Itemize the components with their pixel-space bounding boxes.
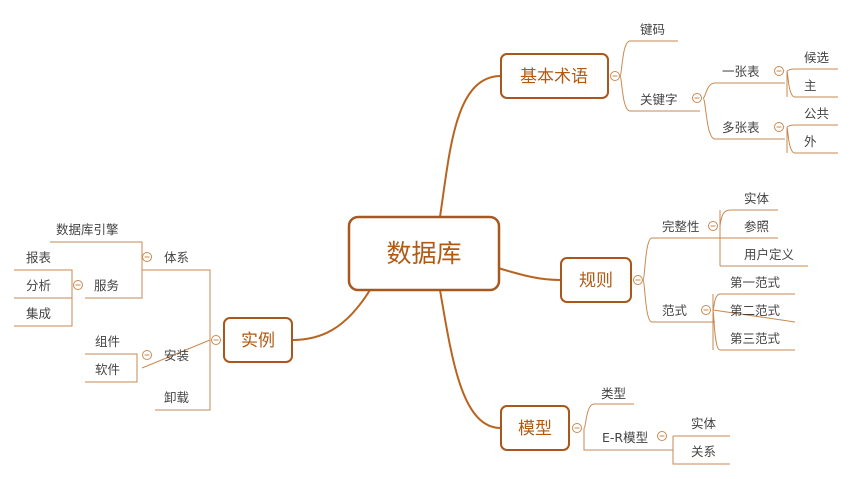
toggle-model[interactable] — [572, 423, 582, 433]
toggle-multi-table[interactable] — [774, 122, 784, 132]
edge-root-basic-terms — [439, 75, 502, 218]
toggle-system[interactable] — [142, 252, 152, 262]
toggle-integrity[interactable] — [708, 221, 718, 231]
node-third-nf[interactable]: 第三范式 — [730, 331, 781, 346]
toggle-basic-terms[interactable] — [610, 71, 620, 81]
node-keyword[interactable]: 关键字 — [640, 92, 678, 107]
node-normal-form[interactable]: 范式 — [662, 303, 688, 318]
branch-model[interactable] — [500, 405, 570, 451]
branch-basic-terms-label: 基本术语 — [520, 67, 588, 87]
node-uninstall[interactable]: 卸载 — [164, 390, 190, 405]
node-foreign[interactable]: 外 — [804, 134, 817, 149]
node-component[interactable]: 组件 — [95, 334, 120, 349]
edge-basic-terms-children — [619, 40, 700, 112]
toggle-rules[interactable] — [633, 275, 643, 285]
node-reference[interactable]: 参照 — [744, 219, 769, 234]
node-report[interactable]: 报表 — [26, 250, 52, 265]
toggle-install[interactable] — [142, 350, 152, 360]
node-candidate[interactable]: 候选 — [804, 50, 830, 65]
edge-integrity-children — [719, 209, 808, 267]
edge-normal-form-children — [712, 293, 796, 351]
node-system[interactable]: 体系 — [164, 250, 189, 265]
root-label: 数据库 — [386, 239, 461, 268]
node-public[interactable]: 公共 — [804, 106, 829, 121]
toggle-er-model[interactable] — [657, 431, 667, 441]
node-entity-rule[interactable]: 实体 — [744, 191, 770, 206]
toggle-normal-form[interactable] — [701, 305, 711, 315]
branch-model-label: 模型 — [518, 419, 552, 439]
node-one-table[interactable]: 一张表 — [722, 64, 760, 79]
node-relation[interactable]: 关系 — [691, 444, 716, 459]
node-db-engine[interactable]: 数据库引擎 — [56, 222, 119, 237]
toggle-instance[interactable] — [211, 335, 221, 345]
edge-rules-children — [642, 237, 730, 323]
node-integrity[interactable]: 完整性 — [662, 219, 700, 234]
node-er-model[interactable]: E-R模型 — [602, 430, 648, 445]
node-install[interactable]: 安装 — [164, 348, 189, 363]
edge-system-children — [50, 241, 143, 299]
branch-rules-label: 规则 — [579, 271, 613, 291]
edge-model-children — [583, 403, 673, 451]
node-first-nf[interactable]: 第一范式 — [730, 275, 781, 290]
node-entity-model[interactable]: 实体 — [691, 416, 717, 431]
edge-root-model — [439, 289, 502, 429]
toggle-keyword[interactable] — [692, 93, 702, 103]
branch-instance-label: 实例 — [241, 331, 275, 351]
node-second-nf[interactable]: 第二范式 — [730, 303, 781, 318]
edge-instance-children — [141, 269, 211, 411]
node-user-defined[interactable]: 用户定义 — [744, 247, 795, 262]
node-analysis[interactable]: 分析 — [26, 278, 51, 293]
edge-root-instance — [291, 289, 371, 341]
edge-er-children — [672, 435, 730, 465]
node-type[interactable]: 类型 — [601, 386, 626, 401]
edge-root-rules — [497, 267, 562, 281]
branch-basic-terms[interactable] — [500, 53, 609, 99]
node-software[interactable]: 软件 — [95, 362, 120, 377]
branch-instance[interactable] — [223, 317, 293, 363]
node-service[interactable]: 服务 — [94, 278, 119, 293]
node-key-code[interactable]: 键码 — [640, 22, 665, 37]
root-node[interactable] — [347, 215, 501, 292]
node-multi-table[interactable]: 多张表 — [722, 120, 760, 135]
edge-multi-table-children — [786, 124, 838, 154]
edge-service-children — [14, 269, 73, 327]
edge-install-children — [85, 353, 138, 383]
toggle-one-table[interactable] — [774, 66, 784, 76]
node-integration[interactable]: 集成 — [26, 306, 51, 321]
edge-one-table-children — [786, 68, 838, 98]
edge-keyword-children — [702, 82, 785, 140]
toggle-service[interactable] — [73, 280, 83, 290]
branch-rules[interactable] — [560, 257, 632, 303]
node-primary[interactable]: 主 — [804, 78, 817, 93]
